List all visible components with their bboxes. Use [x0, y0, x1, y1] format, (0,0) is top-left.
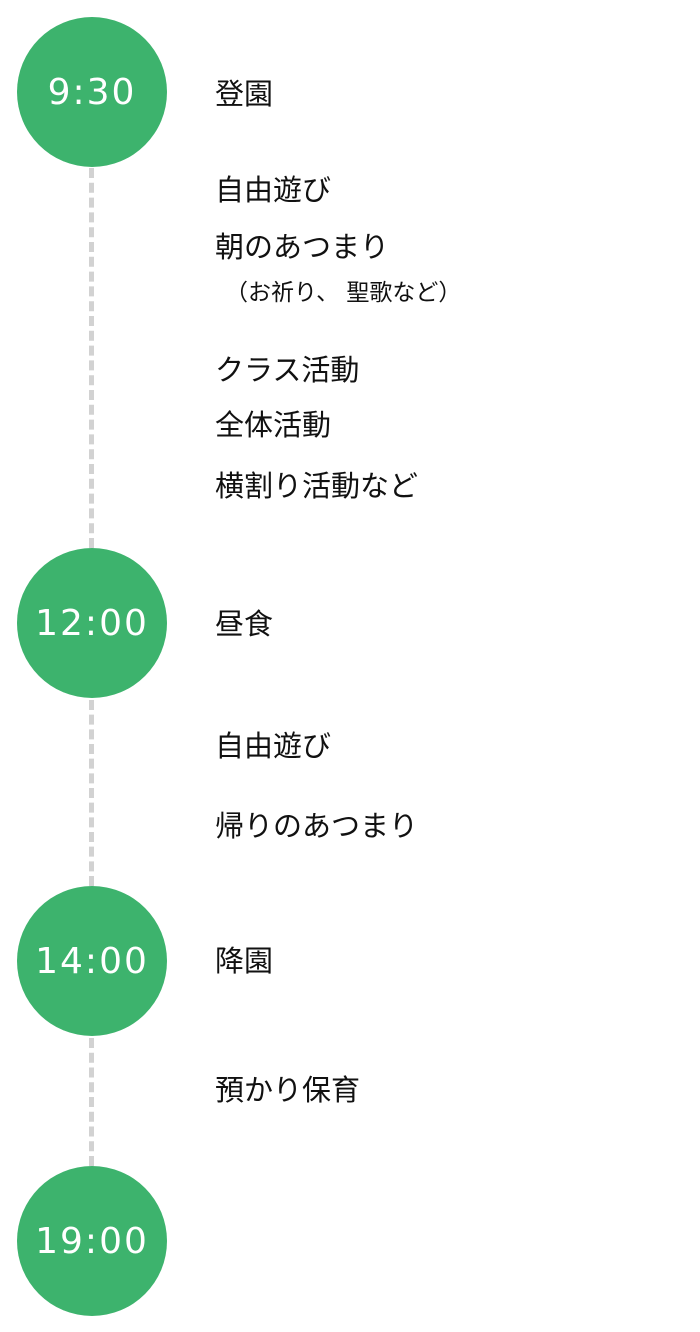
activity-free-play: 自由遊び [215, 173, 332, 207]
timeline-connector [89, 1038, 94, 1166]
activity-free-play-afternoon: 自由遊び [215, 729, 332, 763]
activity-arrival: 登園 [215, 77, 274, 111]
activity-departure: 降園 [215, 944, 274, 978]
timeline-connector [89, 700, 94, 886]
activity-lunch: 昼食 [215, 607, 274, 641]
activity-whole-group: 全体活動 [215, 408, 332, 442]
time-marker-0930: 9:30 [17, 17, 167, 167]
timeline-connector [89, 168, 94, 548]
activity-class: クラス活動 [215, 353, 360, 387]
activity-morning-gathering: 朝のあつまり [215, 230, 390, 264]
activity-closing-gathering: 帰りのあつまり [215, 809, 419, 843]
activity-morning-gathering-note: （お祈り、 聖歌など） [225, 280, 462, 306]
activity-mixed-age: 横割り活動など [215, 469, 419, 503]
time-marker-1200: 12:00 [17, 548, 167, 698]
time-marker-1400: 14:00 [17, 886, 167, 1036]
time-marker-1900: 19:00 [17, 1166, 167, 1316]
activity-extended-care: 預かり保育 [215, 1073, 361, 1107]
